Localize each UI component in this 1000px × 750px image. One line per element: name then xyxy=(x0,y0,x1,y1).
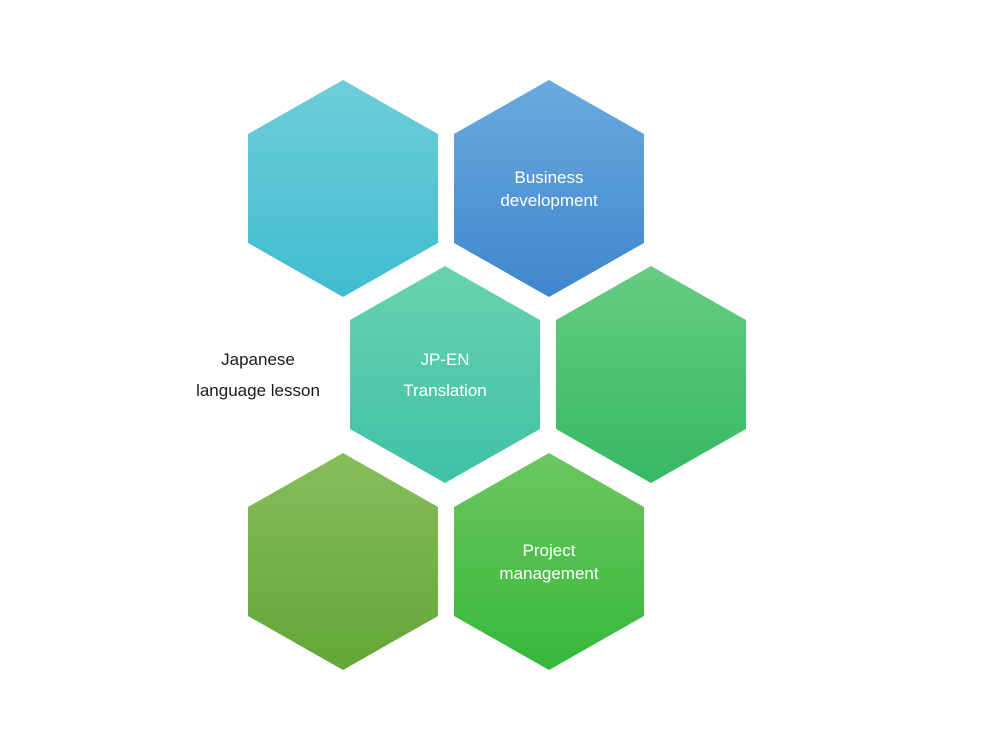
japanese-language-lesson-line-1: Japanese xyxy=(221,350,295,369)
hexagon-middle-right xyxy=(556,266,746,483)
hexagon-top-left-shape xyxy=(248,80,438,297)
business-development-line-1: Business xyxy=(515,168,584,187)
hexagon-business-development-shape xyxy=(454,80,644,297)
project-management-line-2: management xyxy=(499,564,599,583)
hexagon-jp-en-translation: JP-EN Translation xyxy=(350,266,540,483)
hexagon-middle-right-shape xyxy=(556,266,746,483)
japanese-language-lesson-line-2: language lesson xyxy=(196,381,320,400)
hexagon-bottom-left xyxy=(248,453,438,670)
hexagon-project-management: Project management xyxy=(454,453,644,670)
japanese-language-lesson-label: Japanese language lesson xyxy=(196,350,320,400)
hexagon-jp-en-translation-shape xyxy=(350,266,540,483)
project-management-line-1: Project xyxy=(523,541,576,560)
hexagon-top-left xyxy=(248,80,438,297)
hexagon-business-development: Business development xyxy=(454,80,644,297)
hexagon-project-management-shape xyxy=(454,453,644,670)
jp-en-translation-line-2: Translation xyxy=(403,381,486,400)
hexagon-bottom-left-shape xyxy=(248,453,438,670)
jp-en-translation-line-1: JP-EN xyxy=(420,350,469,369)
business-development-line-2: development xyxy=(500,191,598,210)
